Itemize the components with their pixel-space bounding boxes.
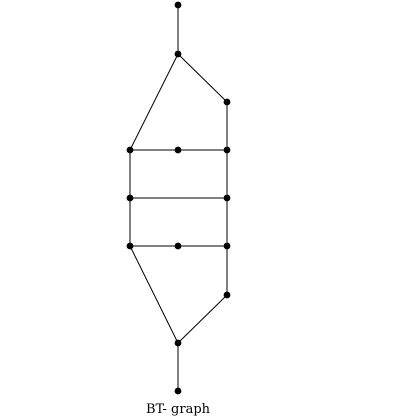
node-bottom — [174, 387, 182, 395]
graph-nodes — [126, 1, 231, 395]
node-r3-right — [223, 242, 231, 250]
node-r1-mid — [174, 146, 182, 154]
node-r2-right — [223, 194, 231, 202]
node-r2-left — [126, 194, 134, 202]
node-r1-left — [126, 146, 134, 154]
edge-hub-top-r1-left — [129, 53, 179, 151]
node-hub-bottom — [174, 339, 182, 347]
graph-caption: BT- graph — [146, 402, 211, 417]
node-right-lower — [223, 291, 231, 299]
node-r3-mid — [174, 242, 182, 250]
graph-edges — [129, 5, 228, 391]
node-r1-right — [223, 146, 231, 154]
node-right-upper — [223, 98, 231, 106]
edge-hub-top-right-upper — [177, 53, 228, 103]
node-top — [174, 1, 182, 9]
node-hub-top — [174, 50, 182, 58]
edge-r3-left-hub-bottom — [129, 245, 179, 344]
node-r3-left — [126, 242, 134, 250]
edge-right-lower-hub-bottom — [177, 294, 228, 344]
